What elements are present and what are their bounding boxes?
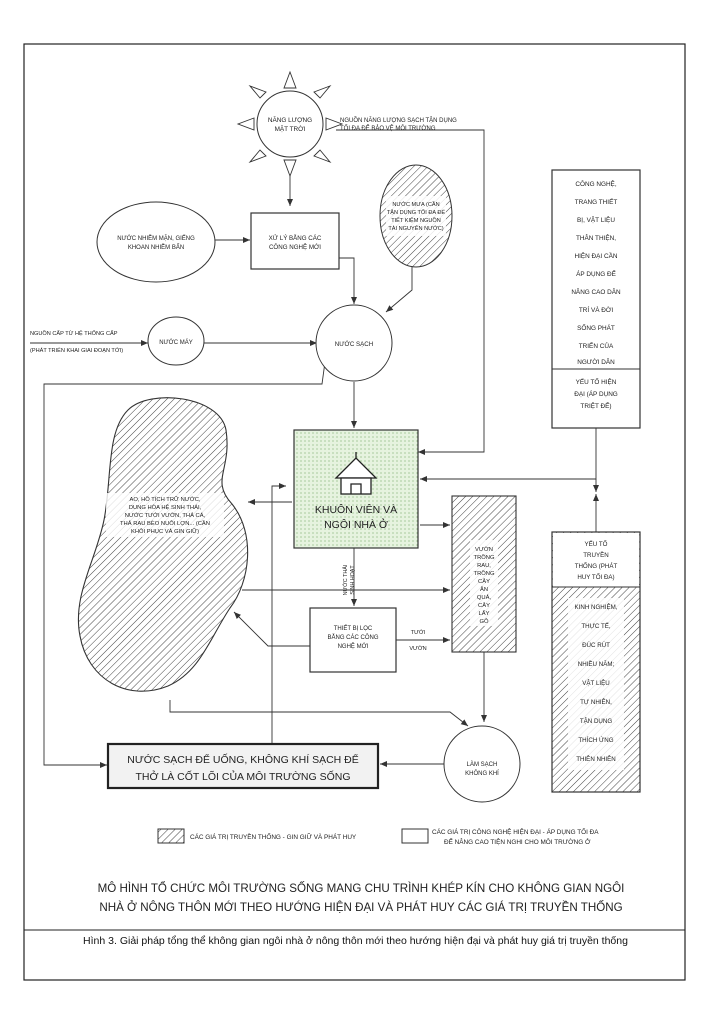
garden-label-8: CÂY — [478, 602, 490, 609]
clean-energy-note-1: NGUỒN NĂNG LƯỢNG SẠCH TẬN DỤNG — [340, 117, 457, 124]
groundwater-label-1: NƯỚC NHIỄM MẶN, GIẾNG — [117, 235, 195, 242]
garden-label-2: TRỒNG — [474, 554, 495, 561]
experience-label-8: THÍCH ỨNG — [578, 737, 613, 744]
garden-label-5: CÂY — [478, 578, 490, 585]
experience-label-6: TỰ NHIÊN, — [580, 698, 612, 706]
clean-water-label: NƯỚC SẠCH — [335, 341, 373, 348]
rainwater-label-2: TẬN DỤNG TỐI ĐA ĐỂ — [387, 209, 446, 216]
legend-modern-label-1: CÁC GIÁ TRỊ CÔNG NGHỆ HIỆN ĐẠI - ÁP DỤNG… — [432, 826, 599, 836]
tap-water-label: NƯỚC MÁY — [159, 339, 193, 346]
house-icon — [334, 452, 378, 495]
main-title-line-1: MÔ HÌNH TỔ CHỨC MÔI TRƯỜNG SỐNG MANG CHU… — [98, 881, 625, 895]
treatment-node: XỬ LÝ BẰNG CÁC CÔNG NGHỆ MỚI — [250, 212, 340, 270]
pond-label-5: KHÔI PHỤC VÀ GIN GIỮ) — [131, 528, 199, 535]
domestic-water-1: NƯỚC THẢI — [342, 565, 349, 596]
core-banner-line-2: THỞ LÀ CỐT LÕI CỦA MÔI TRƯỜNG SỐNG — [135, 769, 350, 783]
traditional-factor-1: YẾU TỐ — [585, 541, 608, 548]
filter-label-1: THIẾT BỊ LỌC — [334, 625, 373, 632]
pond-label-3: NƯỚC TƯỚI VƯỜN, THẢ CÁ, — [125, 512, 206, 519]
filter-label-2: BẰNG CÁC CÔNG — [327, 633, 378, 641]
clean-air-label-1: LÀM SẠCH — [467, 761, 498, 768]
tap-water-node: NƯỚC MÁY — [147, 316, 205, 366]
rainwater-label-4: TÀI NGUYÊN NƯỚC) — [388, 224, 443, 232]
traditional-node: YẾU TỐ TRUYỀN THỐNG (PHÁT HUY TỐI ĐA) KI… — [551, 531, 641, 793]
tech-label-10: TRIỂN CỦA — [579, 341, 614, 350]
sun-label-2: MẶT TRỜI — [275, 124, 306, 133]
rainwater-node: NƯỚC MƯA (CẦN TẬN DỤNG TỐI ĐA ĐỂ TIẾT KI… — [379, 164, 453, 268]
groundwater-node: NƯỚC NHIỄM MẶN, GIẾNG KHOAN NHIỄM BẨN — [96, 201, 216, 283]
tech-node: CÔNG NGHỆ, TRANG THIẾT BỊ, VẬT LIỆU THÂN… — [551, 169, 641, 429]
house-node: KHUÔN VIÊN VÀ NGÔI NHÀ Ở — [293, 429, 419, 549]
traditional-factor-4: HUY TỐI ĐA) — [577, 574, 614, 581]
tech-label-11: NGƯỜI DÂN — [577, 357, 615, 366]
irrigation-label-2: VƯỜN — [409, 645, 426, 652]
treatment-label-2: CÔNG NGHỆ MỚI — [269, 243, 321, 251]
garden-label-4: TRỒNG — [474, 570, 495, 577]
clean-air-label-2: KHÔNG KHÍ — [465, 770, 499, 777]
tech-label-4: THÂN THIỆN, — [576, 233, 616, 242]
legend: CÁC GIÁ TRỊ TRUYỀN THỐNG - GIN GIỮ VÀ PH… — [157, 826, 599, 846]
connectors — [30, 129, 599, 768]
tech-label-7: NÂNG CAO DÂN — [571, 287, 621, 296]
outer-frame — [23, 43, 686, 981]
groundwater-label-2: KHOAN NHIỄM BẨN — [128, 244, 184, 251]
rainwater-label-3: TIẾT KIỆM NGUỒN — [391, 216, 441, 224]
figure-caption: Hình 3. Giải pháp tổng thể không gian ng… — [83, 935, 628, 947]
garden-label-1: VƯỜN — [475, 546, 493, 553]
core-banner: NƯỚC SẠCH ĐỂ UỐNG, KHÔNG KHÍ SẠCH ĐỂ THỞ… — [106, 742, 380, 790]
experience-label-3: ĐÚC RÚT — [582, 642, 610, 649]
experience-label-9: THIÊN NHIÊN — [576, 755, 616, 763]
garden-label-10: GỖ — [479, 618, 489, 625]
rainwater-label-1: NƯỚC MƯA (CẦN — [392, 201, 439, 208]
main-title-line-2: NHÀ Ở NÔNG THÔN MỚI THEO HƯỚNG HIỆN ĐẠI … — [99, 900, 622, 914]
system-supply-1: NGUỒN CẤP TỪ HỆ THỐNG CẤP — [30, 329, 118, 337]
experience-label-1: KINH NGHIỆM, — [575, 603, 618, 611]
garden-label-7: QUẢ, — [477, 594, 492, 601]
garden-label-9: LẤY — [479, 610, 490, 617]
experience-label-2: THỰC TẾ, — [581, 623, 611, 630]
tech-label-1: CÔNG NGHỆ, — [575, 179, 616, 188]
filter-label-3: NGHỆ MỚI — [338, 642, 369, 650]
tech-label-5: HIỆN ĐẠI CẦN — [575, 250, 618, 260]
experience-label-5: VẬT LIỆU — [582, 679, 609, 687]
modern-factor-1: YẾU TỐ HIỆN — [576, 376, 617, 386]
tech-label-3: BỊ, VẬT LIỆU — [577, 215, 615, 224]
sun-label-1: NĂNG LƯỢNG — [268, 115, 312, 124]
clean-energy-note-2: TỐI ĐA ĐỂ BẢO VỆ MÔI TRƯỜNG — [340, 124, 436, 132]
experience-label-7: TẬN DỤNG — [580, 718, 612, 725]
garden-label-6: ĂN — [480, 586, 488, 593]
garden-label-3: RAU, — [477, 563, 491, 569]
legend-traditional-swatch — [157, 828, 185, 844]
clean-air-node: LÀM SẠCH KHÔNG KHÍ — [443, 725, 521, 803]
pond-label-2: DUNG HÒA HỆ SINH THÁI, — [129, 503, 202, 511]
legend-modern-label-2: ĐỂ NÂNG CAO TIỆN NGHI CHO MÔI TRƯỜNG Ở — [444, 837, 591, 846]
garden-node: VƯỜN TRỒNG RAU, TRỒNG CÂY ĂN QUẢ, CÂY LẤ… — [451, 495, 517, 653]
clean-water-node: NƯỚC SẠCH — [315, 304, 393, 382]
domestic-water-2: SINH HOẠT — [350, 565, 356, 595]
pond-label-4: THẢ RAU BÈO NUÔI LỢN... (CẦN — [120, 520, 210, 527]
sun-icon: NĂNG LƯỢNG MẶT TRỜI — [236, 70, 344, 178]
tech-label-2: TRANG THIẾT — [575, 196, 618, 206]
modern-factor-2: ĐẠI (ÁP DỤNG — [574, 389, 618, 398]
irrigation-label-1: TƯỚI — [411, 629, 426, 636]
core-banner-line-1: NƯỚC SẠCH ĐỂ UỐNG, KHÔNG KHÍ SẠCH ĐỂ — [127, 752, 359, 766]
experience-label-4: NHIỀU NĂM; — [578, 661, 615, 668]
filter-node: THIẾT BỊ LỌC BẰNG CÁC CÔNG NGHỆ MỚI — [309, 607, 397, 673]
house-label-2: NGÔI NHÀ Ở — [324, 518, 388, 531]
system-supply-2: (PHÁT TRIỂN KHAI GIAI ĐOẠN TỚI) — [30, 347, 123, 354]
pond-label-1: AO, HỒ TÍCH TRỮ NƯỚC, — [129, 496, 200, 503]
traditional-factor-3: THỐNG (PHÁT — [575, 563, 618, 570]
traditional-factor-2: TRUYỀN — [583, 552, 608, 559]
house-label-1: KHUÔN VIÊN VÀ — [315, 503, 397, 516]
legend-traditional-label: CÁC GIÁ TRỊ TRUYỀN THỐNG - GIN GIỮ VÀ PH… — [190, 831, 357, 841]
legend-modern-swatch — [401, 828, 429, 844]
tech-label-6: ÁP DỤNG ĐỂ — [576, 269, 616, 278]
tech-label-9: SỐNG PHÁT — [577, 322, 615, 332]
treatment-label-1: XỬ LÝ BẰNG CÁC — [269, 234, 322, 242]
pond-node: AO, HỒ TÍCH TRỮ NƯỚC, DUNG HÒA HỆ SINH T… — [77, 397, 249, 692]
tech-label-8: TRÍ VÀ ĐỜI — [579, 305, 613, 314]
modern-factor-3: TRIỆT ĐỂ) — [580, 401, 611, 410]
